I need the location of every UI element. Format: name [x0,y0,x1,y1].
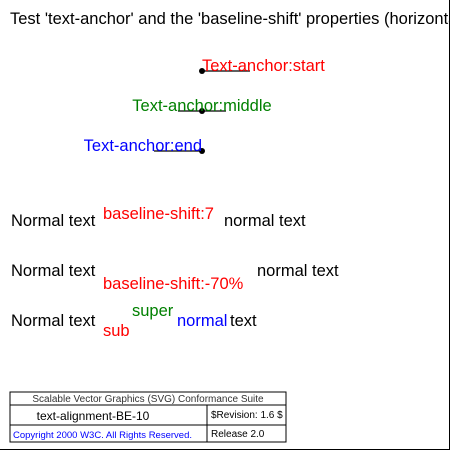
row3-normal-before: Normal text [11,312,96,330]
row2-normal-before: Normal text [11,262,96,280]
suite-title: Scalable Vector Graphics (SVG) Conforman… [32,394,264,405]
row1-normal-after: normal text [224,212,306,230]
row1-normal-before: Normal text [11,212,96,230]
copyright-link[interactable]: Copyright 2000 W3C. All Rights Reserved. [13,430,192,441]
row3-normal-blue: normal [177,312,227,330]
row2-shifted: baseline-shift:-70% [103,275,244,293]
row3-super: super [132,302,174,320]
anchor-start-label: Text-anchor:start [202,57,325,75]
conformance-footer: Scalable Vector Graphics (SVG) Conforman… [9,391,287,443]
revision-text: $Revision: 1.6 $ [211,410,283,421]
row3-sub: sub [103,322,130,340]
start-anchor-dot [199,68,205,74]
release-text: Release 2.0 [211,429,265,440]
end-anchor-dot [199,148,205,154]
test-name: text-alignment-BE-10 [37,409,150,423]
row1-shifted: baseline-shift:7 [103,205,214,223]
footer-border [9,391,287,443]
anchor-middle-label: Text-anchor:middle [132,97,271,115]
middle-anchor-dot [199,108,205,114]
page-title: Test 'text-anchor' and the 'baseline-shi… [10,10,450,28]
row2-normal-after: normal text [257,262,339,280]
anchor-end-label: Text-anchor:end [84,137,202,155]
row3-normal-after: text [230,312,257,330]
